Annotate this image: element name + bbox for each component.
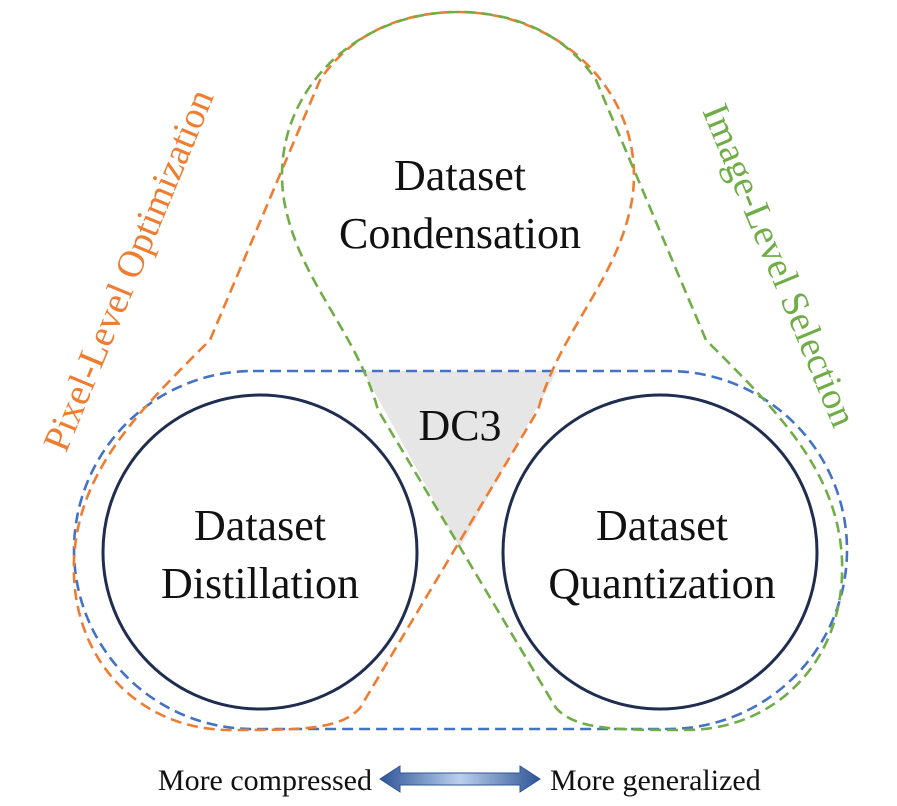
green-dashed-boundary [280, 10, 844, 732]
quantization-circle [501, 393, 819, 711]
double-arrow-icon [379, 765, 541, 793]
condensation-label-line2: Condensation [339, 209, 581, 258]
distillation-label-line2: Distillation [161, 559, 359, 608]
more-compressed-label: More compressed [158, 764, 372, 797]
distillation-label-line1: Dataset [194, 501, 326, 550]
image-level-selection-label: Image-Level Selection [694, 98, 865, 433]
dc3-label: DC3 [418, 401, 501, 450]
orange-dashed-boundary [72, 10, 636, 732]
distillation-circle [101, 393, 419, 711]
blue-dashed-boundary [72, 369, 849, 731]
more-generalized-label: More generalized [550, 764, 761, 797]
dc3-intersection-region [363, 371, 557, 548]
quantization-label-line1: Dataset [596, 501, 728, 550]
pixel-level-optimization-label: Pixel-Level Optimization [35, 83, 222, 457]
condensation-label-line1: Dataset [394, 151, 526, 200]
quantization-label-line2: Quantization [548, 559, 775, 608]
